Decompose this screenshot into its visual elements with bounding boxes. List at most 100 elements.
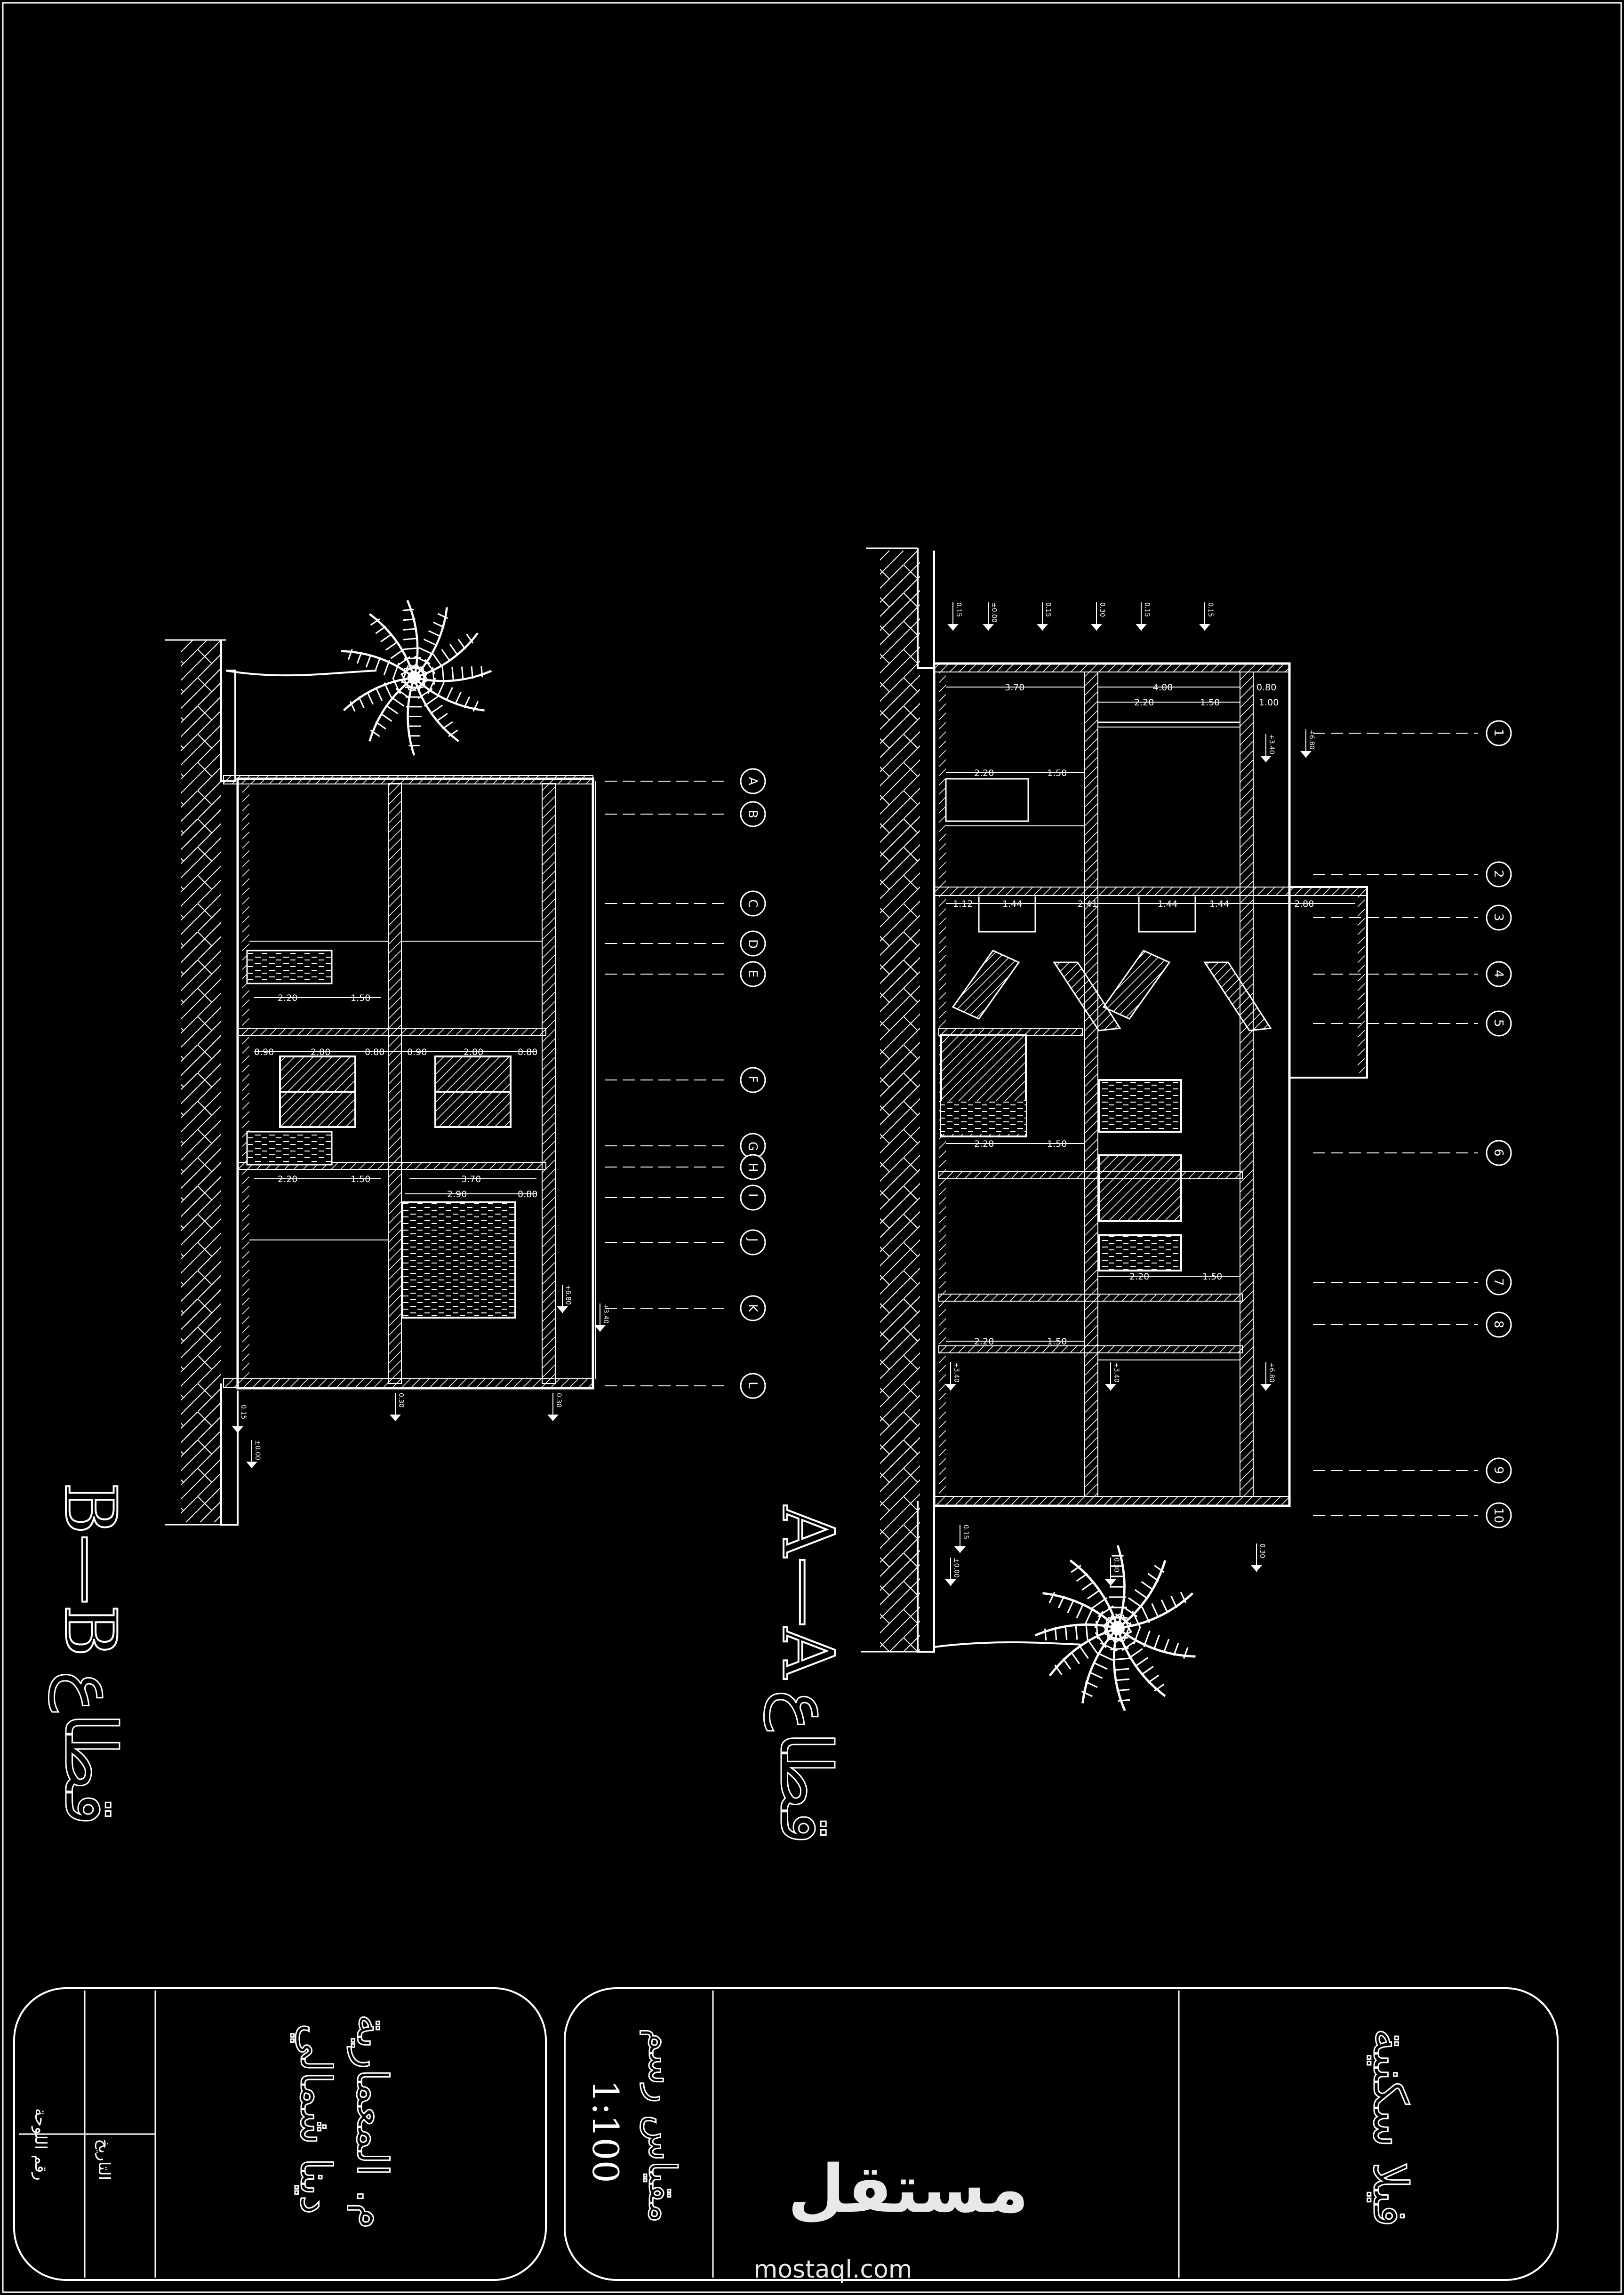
bb-axis-bubble [740, 930, 766, 957]
level-label: +6.80 [564, 1285, 572, 1305]
bb-axis-label: K [745, 1304, 760, 1312]
aa-axis-bubble [1486, 1457, 1512, 1484]
aa-dim: 3.70 [1005, 682, 1024, 693]
aa-dim: 1.50 [1047, 1139, 1067, 1149]
aa-dim: 2.20 [1134, 697, 1154, 708]
bb-axis-bubble [740, 1229, 766, 1255]
watermark: مستقل mostaql.com [754, 2151, 1029, 2284]
aa-dim: 1.00 [1259, 697, 1279, 708]
level-label: ±0.00 [952, 1558, 960, 1578]
level-label: 0.30 [1112, 1558, 1120, 1572]
bb-axis-label: B [745, 810, 760, 818]
bb-dim: 2.00 [311, 1047, 330, 1057]
bb-dim: 2.20 [278, 1174, 297, 1184]
aa-axis-label: 2 [1491, 870, 1505, 878]
aa-dim: 1.12 [953, 899, 973, 909]
bb-dim: 1.50 [351, 1174, 370, 1184]
aa-axis-label: 4 [1491, 970, 1505, 978]
aa-dim: 1.44 [1002, 899, 1022, 909]
bb-axis-bubble [740, 768, 766, 794]
bb-axis-label: J [745, 1237, 760, 1242]
level-label: +3.40 [1112, 1362, 1120, 1383]
watermark-latin: mostaql.com [754, 2255, 912, 2284]
aa-dim: 0.80 [1256, 682, 1276, 693]
aa-axis-label: 6 [1491, 1149, 1505, 1157]
level-label: 0.15 [1143, 602, 1151, 617]
bb-axis-label: C [745, 899, 760, 908]
bb-axis-bubble [740, 890, 766, 917]
bb-axis-bubble [740, 1373, 766, 1399]
bb-axis-bubble [740, 1067, 766, 1093]
bb-dim: 0.90 [407, 1047, 427, 1057]
aa-axis-label: 7 [1491, 1278, 1505, 1286]
palm-tree-bb [341, 600, 492, 756]
bb-dim: 2.90 [447, 1189, 467, 1199]
date-label: التاريخ [95, 2139, 113, 2180]
level-label: +3.40 [602, 1303, 609, 1324]
bb-axis-label: H [745, 1163, 760, 1172]
bb-dim: 2.20 [278, 993, 297, 1003]
bb-axis-bubble [740, 961, 766, 987]
aa-axis-bubble [1486, 1010, 1512, 1037]
bb-axis-bubble [740, 1295, 766, 1321]
bb-axis-label: F [745, 1076, 760, 1083]
watermark-arabic: مستقل [788, 2151, 1029, 2228]
aa-dim: 1.50 [1200, 697, 1220, 708]
aa-axis-bubble [1486, 1140, 1512, 1166]
bb-axis-label: L [745, 1382, 760, 1389]
level-label: 0.30 [555, 1393, 562, 1407]
aa-dim: 1.50 [1047, 768, 1067, 778]
bb-dim: 2.00 [464, 1047, 483, 1057]
aa-dim: 4.00 [1153, 682, 1173, 693]
scale-value: 1:100 [584, 2080, 626, 2183]
level-label: 0.15 [240, 1405, 247, 1419]
aa-axis-bubble [1486, 1269, 1512, 1295]
aa-axis-bubble [1486, 1502, 1512, 1528]
aa-title-latin: A—A [767, 1505, 848, 1679]
aa-axis-label: 8 [1491, 1320, 1505, 1328]
aa-axis-bubble [1486, 1311, 1512, 1338]
level-label: ±0.00 [254, 1440, 261, 1460]
aa-dim: 1.44 [1158, 899, 1177, 909]
bb-axis-label: E [745, 970, 760, 977]
aa-axis-label: 3 [1491, 913, 1505, 921]
aa-dim: 1.50 [1202, 1271, 1222, 1282]
level-label: 0.15 [1207, 602, 1214, 617]
aa-axis-bubble [1486, 861, 1512, 888]
palm-tree-aa [1034, 1545, 1196, 1711]
bb-axis-label: G [745, 1142, 760, 1151]
bb-title-arabic: قطاع [48, 1671, 131, 1826]
aa-axis-bubble [1486, 904, 1512, 931]
level-label: 0.30 [1098, 602, 1106, 617]
project-name: فيلا سكنية [1363, 2028, 1418, 2227]
aa-axis-label: 1 [1491, 729, 1505, 737]
bb-title-latin: B—B [49, 1482, 131, 1656]
bb-axis-bubble [740, 1184, 766, 1211]
level-label: 0.15 [1044, 602, 1052, 617]
bb-dim: 0.80 [518, 1047, 537, 1057]
title-block: التاريخ رقم اللوحة م. المعمارية دينا شما… [13, 1987, 1559, 2281]
bb-axis-bubble [740, 1154, 766, 1180]
aa-axis-label: 9 [1491, 1466, 1505, 1474]
bb-dim: 0.90 [254, 1047, 274, 1057]
bb-axis-label: D [745, 939, 760, 949]
aa-axis-bubble [1486, 720, 1512, 746]
level-label: 0.15 [962, 1525, 969, 1539]
aa-dim: 2.20 [1129, 1271, 1149, 1282]
bb-dim: 0.80 [518, 1189, 537, 1199]
aa-dim: 2.41 [1078, 899, 1097, 909]
level-label: 0.30 [397, 1393, 405, 1407]
firm-name-line1: م. المعمارية [347, 2014, 397, 2229]
level-label: ±0.00 [990, 602, 998, 623]
bb-axis-label: A [745, 777, 760, 785]
bb-dim: 0.80 [365, 1047, 384, 1057]
level-label: +6.80 [1268, 1362, 1275, 1383]
aa-dim: 2.80 [1294, 899, 1314, 909]
sheet-number-label: رقم اللوحة [31, 2108, 50, 2181]
aa-dim: 2.20 [974, 768, 994, 778]
